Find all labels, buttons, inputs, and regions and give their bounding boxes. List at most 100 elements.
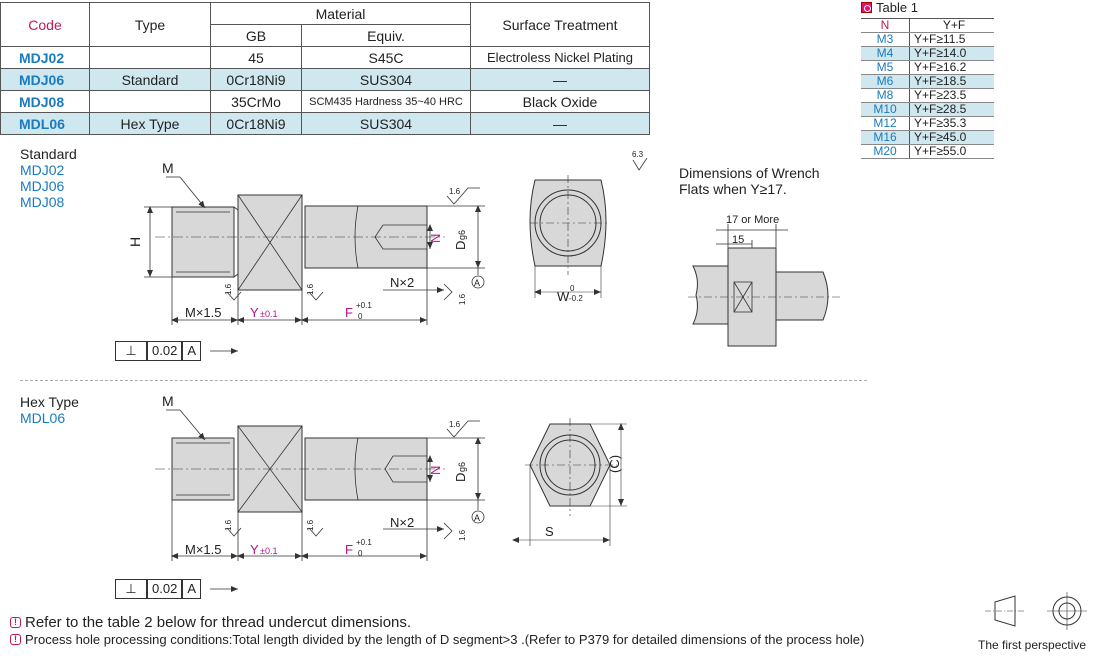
header-code: Code — [0, 2, 90, 47]
standard-code: MDJ06 — [20, 178, 65, 194]
table1-n: M3 — [861, 32, 910, 47]
dim-f: F — [345, 305, 353, 320]
row-type: Hex Type — [89, 112, 211, 135]
wrench-shaft — [775, 271, 829, 321]
row-code: MDL06 — [0, 112, 90, 135]
note-2: ! Process hole processing conditions:Tot… — [10, 632, 864, 647]
table1-header: N Y+F — [861, 18, 994, 33]
standard-label: Standard MDJ02 MDJ06 MDJ08 — [20, 146, 77, 210]
corner-roughness-value: 6.3 — [632, 150, 644, 159]
row-equiv: SUS304 — [301, 112, 471, 135]
table1-title-text: Table 1 — [876, 0, 918, 15]
table-row: MDJ06 Standard 0Cr18Ni9 SUS304 — — [0, 68, 650, 91]
hex-code: MDL06 — [20, 410, 66, 426]
tolerance-ref: A — [182, 341, 201, 361]
table1-n: M12 — [861, 116, 910, 131]
hex-dim-f-up: +0.1 — [356, 538, 372, 547]
rough-3: 1.6 — [458, 293, 467, 305]
standard-side-view: H M N D g6 A M×1.5 Y ±0.1 F +0.1 0 N×2 1… — [127, 160, 485, 354]
standard-title: Standard — [20, 146, 77, 162]
table1-n: M16 — [861, 130, 910, 145]
hex-rough-1: 1.6 — [224, 519, 233, 531]
hex-dim-m15: M×1.5 — [185, 542, 222, 557]
tolerance-ref: A — [182, 579, 201, 599]
header-material: Material — [210, 2, 471, 25]
hex-dim-s: S — [545, 524, 554, 539]
standard-code: MDJ02 — [20, 162, 65, 178]
row-type — [89, 46, 211, 69]
header-surface: Surface Treatment — [470, 2, 650, 47]
table1-header-v: Y+F — [909, 18, 994, 33]
row-type — [89, 90, 211, 113]
hex-dim-y-tol: ±0.1 — [260, 546, 277, 556]
table1-n: M4 — [861, 46, 910, 61]
hex-rough-4: 1.6 — [449, 420, 461, 429]
perpendicularity-icon: ⊥ — [115, 579, 147, 599]
row-surface: Black Oxide — [470, 90, 650, 113]
standard-front-view: W 0 -0.2 — [529, 175, 607, 304]
dim-nx2: N×2 — [390, 275, 414, 290]
row-gb: 35CrMo — [210, 90, 302, 113]
standard-tolerance-frame: ⊥ 0.02 A — [115, 341, 201, 361]
rough-4: 1.6 — [449, 187, 461, 196]
table1-n: M6 — [861, 74, 910, 89]
row-type: Standard — [89, 68, 211, 91]
dim-d-sub: g6 — [457, 230, 467, 240]
wrench-17: 17 or More — [726, 214, 779, 226]
row-gb: 0Cr18Ni9 — [210, 112, 302, 135]
hex-rough-3: 1.6 — [458, 529, 467, 541]
standard-code: MDJ08 — [20, 194, 65, 210]
dim-y: Y — [250, 305, 259, 320]
table1-n: M8 — [861, 88, 910, 103]
row-equiv: SUS304 — [301, 68, 471, 91]
row-gb: 0Cr18Ni9 — [210, 68, 302, 91]
row-surface: — — [470, 112, 650, 135]
dim-m: M — [162, 160, 174, 176]
table1-title: Table 1 — [861, 0, 918, 15]
note-2-text: Process hole processing conditions:Total… — [25, 632, 865, 647]
hex-dim-m: M — [162, 396, 174, 409]
table-row: MDL06 Hex Type 0Cr18Ni9 SUS304 — — [0, 112, 650, 135]
row-equiv: S45C — [301, 46, 471, 69]
dim-m15: M×1.5 — [185, 305, 222, 320]
corner-roughness: 6.3 — [632, 150, 643, 159]
hex-dim-y: Y — [250, 542, 259, 557]
table1-v: Y+F≥18.5 — [909, 74, 994, 89]
material-table: Code Type Material Surface Treatment GB … — [0, 2, 650, 135]
wrench-note-line1: Dimensions of Wrench — [679, 165, 820, 181]
dim-w-low: -0.2 — [569, 294, 583, 303]
hex-dim-f: F — [345, 542, 353, 557]
hex-dim-d: D — [453, 473, 468, 482]
row-code: MDJ02 — [0, 46, 90, 69]
row-code: MDJ08 — [0, 90, 90, 113]
hex-side-view: M N D g6 A M×1.5 Y ±0.1 F +0.1 0 N×2 1.6… — [155, 396, 485, 592]
thread-section — [171, 206, 235, 278]
rough-1: 1.6 — [224, 283, 233, 295]
hex-tolerance-frame: ⊥ 0.02 A — [115, 579, 201, 599]
perpendicularity-icon: ⊥ — [115, 341, 147, 361]
hex-dim-d-sub: g6 — [457, 462, 467, 472]
hex-dim-f-low: 0 — [358, 549, 363, 558]
table1-v: Y+F≥55.0 — [909, 144, 994, 159]
table-row: MDJ08 35CrMo SCM435 Hardness 35~40 HRC B… — [0, 90, 650, 113]
header-equiv: Equiv. — [301, 24, 471, 47]
hex-dim-c: (C) — [607, 455, 622, 473]
tolerance-value: 0.02 — [147, 341, 183, 361]
wrench-note-line2: Flats when Y≥17. — [679, 181, 787, 197]
table1-v: Y+F≥45.0 — [909, 130, 994, 145]
table-row: MDJ02 45 S45C Electroless Nickel Plating — [0, 46, 650, 69]
rough-2: 1.6 — [306, 283, 315, 295]
hex-front-view: S (C) — [512, 418, 627, 546]
row-equiv: SCM435 Hardness 35~40 HRC — [301, 90, 471, 113]
table1-v: Y+F≥28.5 — [909, 102, 994, 117]
table-marker-icon — [861, 2, 872, 13]
dim-h: H — [127, 237, 143, 247]
table1-v: Y+F≥35.3 — [909, 116, 994, 131]
hex-dim-nx2: N×2 — [390, 515, 414, 530]
